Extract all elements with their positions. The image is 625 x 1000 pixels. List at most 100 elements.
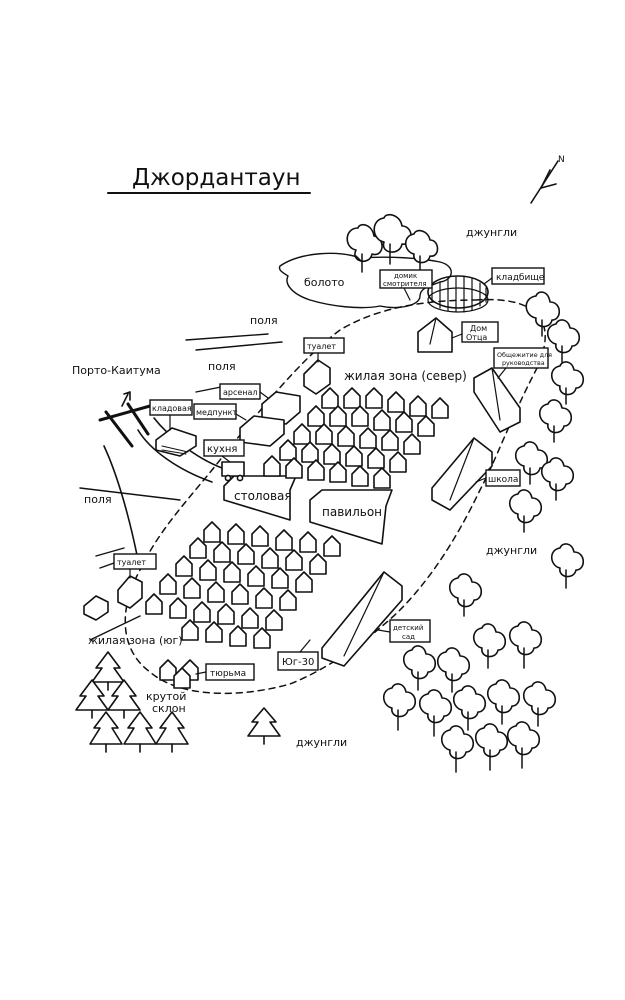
storeroom-label: кладовая: [152, 404, 192, 413]
house-icon: [213, 541, 231, 563]
tree-icon: [538, 399, 573, 443]
storeroom-building: [155, 427, 197, 457]
field-label-3: поля: [84, 493, 112, 506]
house-icon: [255, 587, 273, 609]
house-icon: [285, 549, 303, 571]
map-title-group: Джордантаун: [107, 165, 311, 194]
house-icon: [159, 573, 177, 595]
house-icon: [323, 443, 341, 465]
tree-icon: [522, 681, 557, 727]
house-icon: [301, 441, 319, 463]
house-icon: [223, 561, 241, 583]
tree-icon: [506, 721, 541, 769]
pine-tree-icon: [155, 711, 189, 753]
house-icon: [247, 565, 265, 587]
house-icon: [307, 405, 325, 427]
label-tags: [113, 267, 549, 681]
house-icon: [329, 405, 347, 427]
prison-buildings: [159, 659, 199, 689]
cemetery-label: кладбище: [496, 273, 545, 283]
tree-icon: [486, 679, 521, 725]
house-icon: [337, 425, 355, 447]
house-icon: [307, 459, 325, 481]
dormitory-label-line2: руководства: [502, 359, 545, 367]
house-icon: [309, 553, 327, 575]
kindergarten-building: [321, 571, 403, 667]
pine-tree-icon: [107, 679, 141, 719]
house-icon: [279, 439, 297, 461]
house-icon: [321, 387, 339, 409]
kindergarten-label-line1: детский: [393, 624, 423, 632]
tree-icon: [440, 725, 475, 773]
watchman-label-line1: домик: [394, 272, 417, 280]
pine-tree-icon: [75, 679, 109, 719]
house-icon: [343, 387, 361, 409]
pine-tree-icon: [89, 711, 123, 753]
house-icon: [175, 555, 193, 577]
house-icon: [169, 597, 187, 619]
tree-icon: [550, 543, 585, 589]
tree-icon: [346, 223, 383, 273]
tree-icon: [402, 645, 437, 691]
pine-trees: [75, 651, 281, 753]
house-icon: [193, 601, 211, 623]
house-icon: [387, 391, 405, 413]
cemetery-fence: [427, 275, 489, 313]
house-icon: [253, 627, 271, 649]
tree-icon: [448, 573, 483, 617]
map-title: Джордантаун: [132, 165, 301, 191]
house-icon: [373, 467, 391, 489]
swamp-label: болото: [304, 276, 345, 289]
house-icon: [285, 457, 303, 479]
field-label-1: поля: [250, 314, 278, 327]
house-icon: [389, 451, 407, 473]
house-icon: [275, 529, 293, 551]
tree-icon: [540, 457, 575, 501]
tree-icon: [474, 723, 509, 771]
pine-tree-icon: [123, 711, 157, 753]
house-icon: [359, 427, 377, 449]
house-icon: [205, 621, 223, 643]
yug30-label: Юг-30: [282, 657, 314, 668]
tree-icon: [436, 647, 471, 693]
house-icon: [395, 411, 413, 433]
tree-icon: [508, 489, 543, 533]
residential-north-label: жилая зона (север): [344, 369, 467, 383]
house-icon: [261, 547, 279, 569]
tree-icon: [452, 685, 487, 731]
house-icon: [231, 583, 249, 605]
house-icon: [189, 537, 207, 559]
house-icon: [237, 543, 255, 565]
jungle-east-label: джунгли: [486, 544, 537, 557]
house-icon: [351, 465, 369, 487]
house-icon: [227, 523, 245, 545]
porto-kaituma-label: Порто-Каитума: [72, 364, 161, 377]
gate-icon: [98, 391, 152, 448]
house-icon: [403, 433, 421, 455]
house-icon: [367, 447, 385, 469]
steep-slope-label-line1: крутой: [146, 690, 186, 703]
pavilion-label: павильон: [322, 505, 382, 519]
house-icon: [299, 531, 317, 553]
house-icon: [279, 589, 297, 611]
toilet-north-label: туалет: [307, 342, 336, 351]
house-icon: [217, 603, 235, 625]
field-label-2: поля: [208, 360, 236, 373]
arsenal-label: арсенал: [223, 388, 258, 397]
tree-icon: [514, 441, 549, 485]
kitchen-label: кухня: [207, 444, 237, 455]
kindergarten-label-line2: сад: [402, 633, 415, 641]
school-label: школа: [488, 475, 518, 485]
father-house-label-line1: Дом: [470, 324, 487, 333]
toilet-north-building: [303, 359, 331, 395]
prison-label: тюрьма: [210, 669, 246, 679]
building-labels: домик смотрителя кладбище Дом Отца Общеж…: [117, 272, 552, 679]
house-icon: [265, 609, 283, 631]
tree-icon: [546, 319, 581, 363]
school-building: [431, 437, 493, 511]
father-house-label-line2: Отца: [466, 333, 487, 342]
house-icon: [409, 395, 427, 417]
house-icon: [203, 521, 221, 543]
pavilion-building: [309, 489, 393, 545]
